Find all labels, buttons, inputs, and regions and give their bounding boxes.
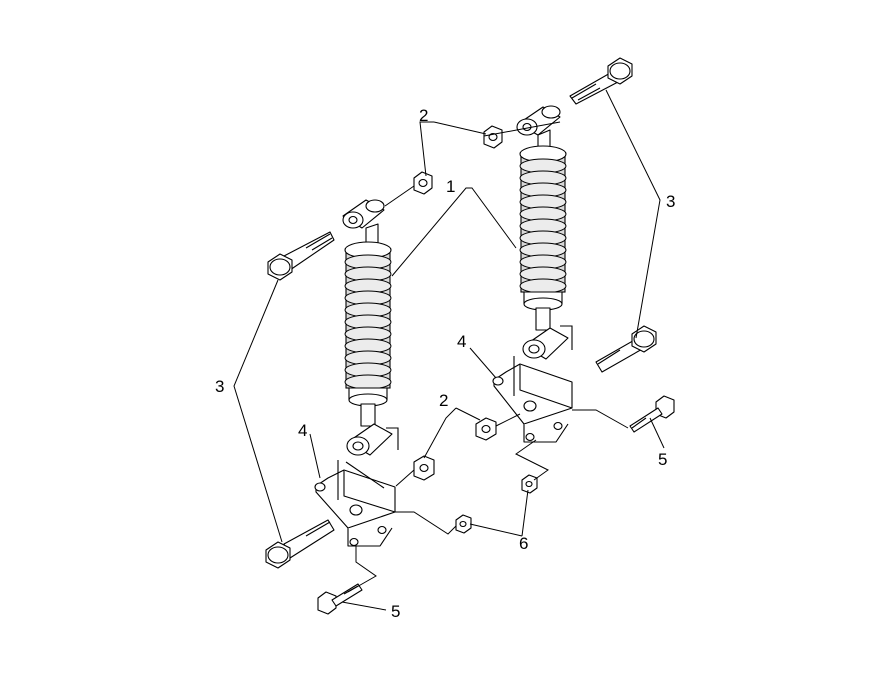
shock-absorber-left (342, 199, 399, 456)
small-nut-right (521, 474, 538, 494)
bolt-long-mid-right (595, 325, 657, 373)
callout-5-right: 5 (658, 450, 667, 469)
shock-right-spring (519, 145, 567, 311)
nut-left-lower (413, 455, 435, 481)
bracket-right (492, 356, 573, 443)
bolt-long-top-right (569, 57, 633, 105)
bolt-long-top-left (267, 231, 335, 281)
assembly-lines (347, 121, 629, 593)
bracket-left (314, 460, 396, 547)
small-nut-center (455, 514, 472, 534)
leader-lines (233, 89, 665, 611)
callout-4-left: 4 (298, 421, 307, 440)
shock-right-lower-eye (522, 307, 573, 360)
callout-3-right: 3 (666, 192, 675, 211)
shock-left-lower-eye (346, 403, 399, 456)
callout-5-left: 5 (391, 602, 400, 621)
small-bolt-left (317, 583, 363, 615)
nut-left-upper (413, 171, 433, 195)
nut-top-center (483, 125, 503, 149)
callout-2-mid: 2 (439, 391, 448, 410)
small-bolt-right (629, 395, 675, 433)
shock-absorber-right (516, 105, 573, 360)
callout-1: 1 (446, 177, 455, 196)
shock-right-top-eye (516, 105, 561, 151)
callout-4-right: 4 (457, 332, 466, 351)
callout-6: 6 (519, 534, 528, 553)
shock-left-top-eye (342, 199, 385, 246)
nut-mid-right (475, 417, 497, 441)
callout-3-left: 3 (215, 377, 224, 396)
callout-2-top: 2 (419, 106, 428, 125)
bolt-long-bottom-left (265, 519, 335, 569)
shock-left-spring (344, 241, 392, 407)
